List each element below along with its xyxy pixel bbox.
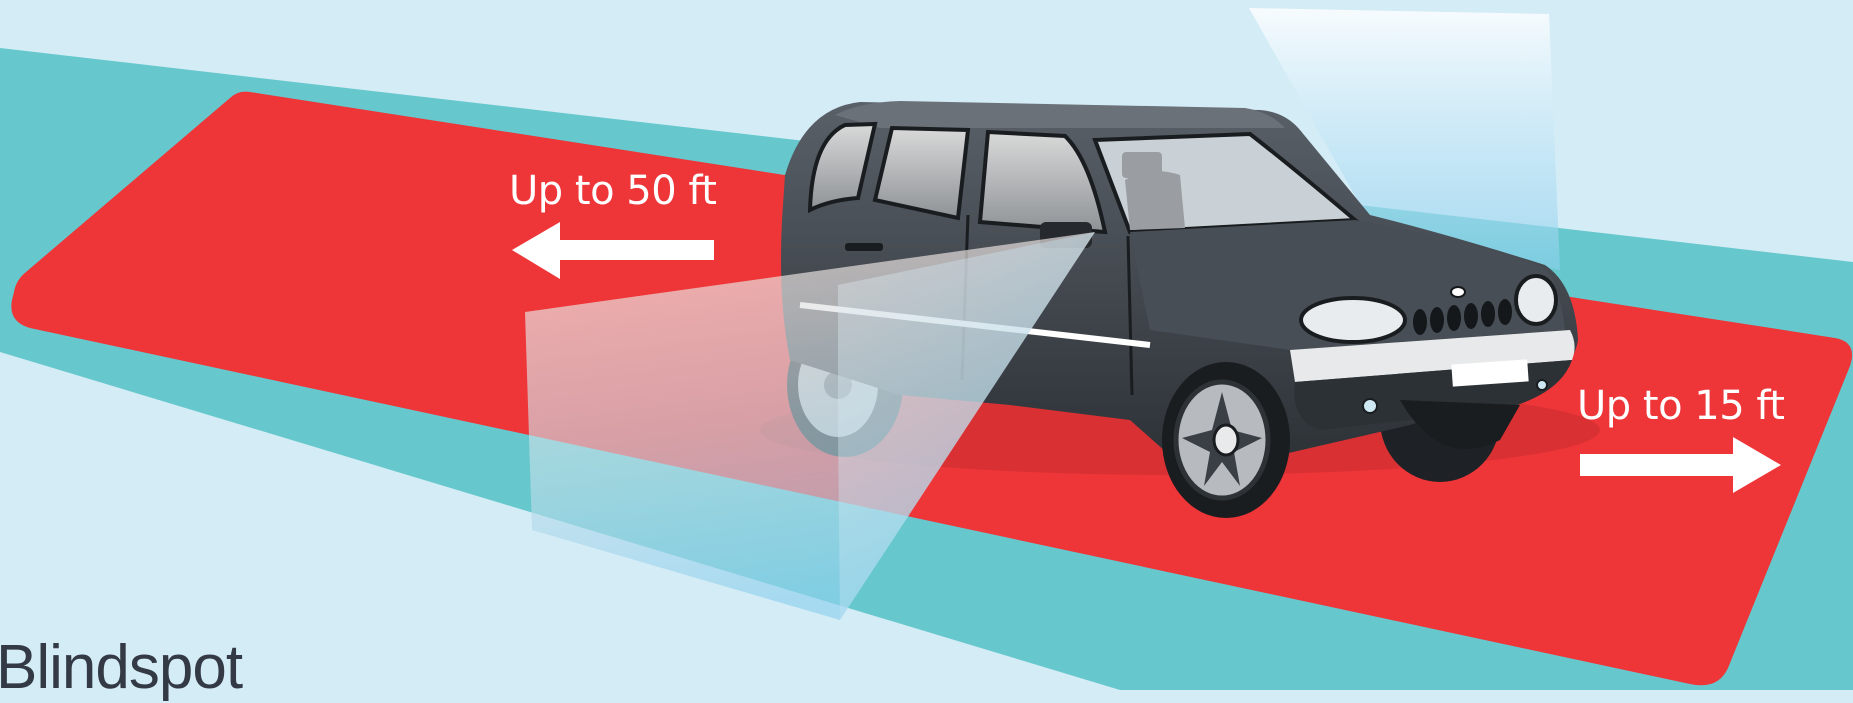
rear-distance-label: Up to 50 ft — [509, 168, 716, 214]
page-title: Blindspot — [0, 632, 242, 703]
front-distance-label: Up to 15 ft — [1577, 383, 1784, 429]
